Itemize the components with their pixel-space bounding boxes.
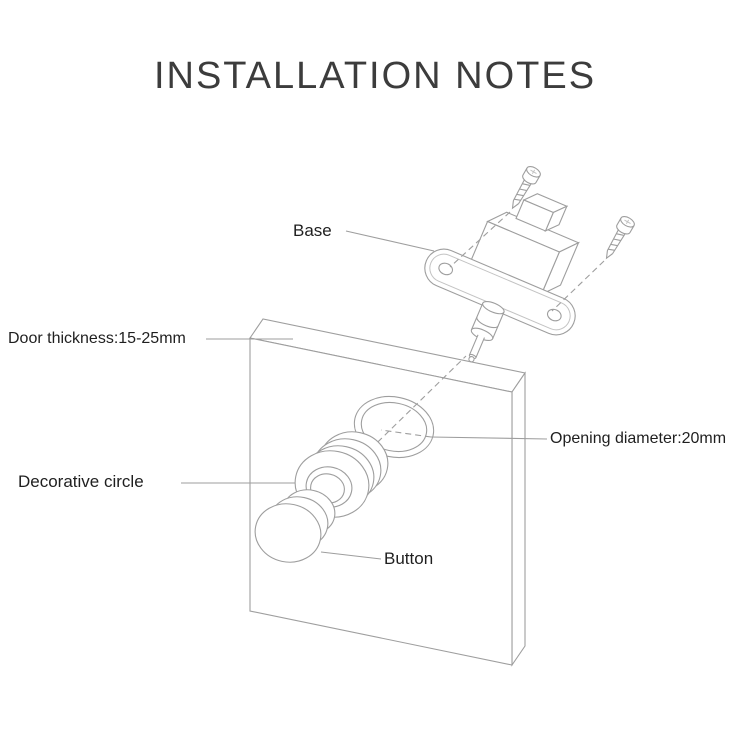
push-button (254, 489, 336, 563)
screw-1-guide-line (449, 211, 511, 268)
label-decorative-circle: Decorative circle (18, 472, 144, 491)
door-panel-side-face (511, 371, 526, 667)
label-opening-diameter: Opening diameter:20mm (550, 430, 727, 447)
assembly-axis-line (305, 355, 467, 513)
door-panel (249, 318, 526, 667)
opening-hole (353, 395, 435, 459)
page-title: INSTALLATION NOTES (153, 55, 597, 97)
opening-hole-inner (360, 401, 428, 453)
leader-button (320, 551, 382, 560)
label-door-thickness: Door thickness:15-25mm (8, 330, 186, 347)
leader-base (345, 230, 435, 252)
latch-knob-front (515, 199, 555, 232)
decorative-ring (294, 431, 389, 518)
flange-screw-hole-left (438, 262, 454, 276)
leader-opening-diameter (430, 436, 548, 440)
button-cap (254, 503, 322, 563)
screw-2-guide-line (551, 260, 605, 312)
plunger (468, 300, 505, 363)
lock-base (424, 193, 580, 363)
label-button: Button (384, 549, 434, 568)
label-base: Base (293, 221, 332, 240)
screw-1-icon (511, 166, 541, 210)
screw-2-icon (605, 216, 635, 260)
opening-hole-outer (353, 395, 435, 459)
plunger-tip (468, 356, 475, 363)
leader-opening-diameter-dashed (380, 429, 432, 438)
flange-screw-hole-right (546, 308, 562, 322)
door-panel-front-face (249, 337, 513, 666)
